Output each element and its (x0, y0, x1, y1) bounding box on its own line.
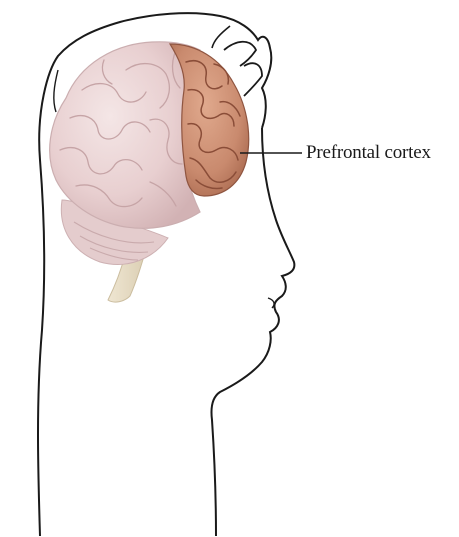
prefrontal-cortex-label: Prefrontal cortex (306, 142, 431, 164)
cerebrum (50, 42, 200, 229)
